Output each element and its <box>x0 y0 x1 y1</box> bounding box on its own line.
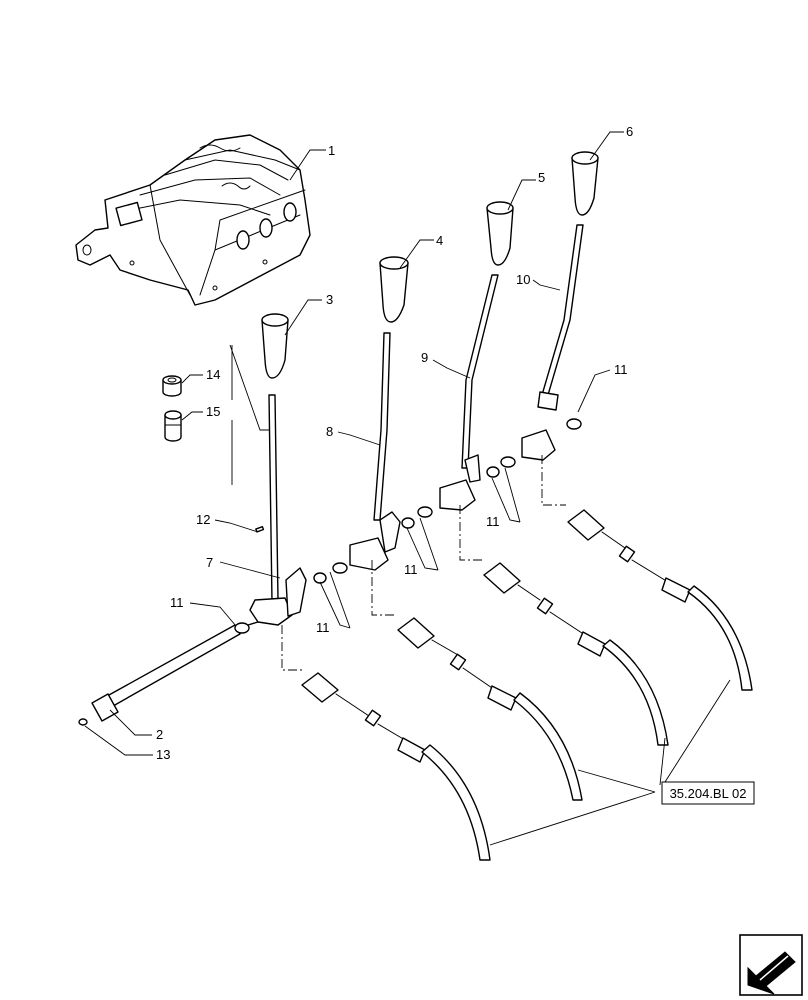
bushing-15 <box>164 410 182 442</box>
console-bracket <box>75 134 311 306</box>
callout-3: 3 <box>326 292 333 307</box>
callout-11-top: 11 <box>614 362 628 377</box>
leader-lines <box>84 131 624 756</box>
callout-8: 8 <box>326 424 333 439</box>
callout-7: 7 <box>206 555 213 570</box>
callout-13: 13 <box>156 747 170 762</box>
callout-labels: 1 3 4 5 6 7 8 9 10 11 11 11 11 11 12 2 1… <box>156 124 633 762</box>
reference-lines <box>489 679 731 846</box>
callout-14: 14 <box>206 367 220 382</box>
callout-11-b: 11 <box>404 562 418 577</box>
callout-15: 15 <box>206 404 220 419</box>
alignment-lines <box>281 455 566 671</box>
callout-2: 2 <box>156 727 163 742</box>
callout-6: 6 <box>626 124 633 139</box>
knob-3 <box>261 313 289 379</box>
callout-11-left: 11 <box>170 595 184 610</box>
lever-8 <box>313 332 401 584</box>
control-cables <box>301 509 753 861</box>
pivot-shaft <box>78 624 241 726</box>
arrow-next-icon[interactable] <box>739 934 803 996</box>
bushing-14 <box>162 375 182 397</box>
lever-10 <box>486 224 584 478</box>
callout-11-a: 11 <box>316 620 330 635</box>
callout-4: 4 <box>436 233 443 248</box>
callout-9: 9 <box>421 350 428 365</box>
lever-7 <box>234 394 307 634</box>
callout-10: 10 <box>516 272 530 287</box>
reference-label: 35.204.BL 02 <box>670 786 747 801</box>
reference-box[interactable]: 35.204.BL 02 <box>661 781 755 805</box>
callout-12: 12 <box>196 512 210 527</box>
knob-4 <box>379 256 409 323</box>
lever-9 <box>401 274 499 529</box>
callout-11-c: 11 <box>486 514 500 529</box>
knob-6 <box>571 151 599 216</box>
knob-5 <box>486 201 514 266</box>
callout-1: 1 <box>328 143 335 158</box>
callout-5: 5 <box>538 170 545 185</box>
